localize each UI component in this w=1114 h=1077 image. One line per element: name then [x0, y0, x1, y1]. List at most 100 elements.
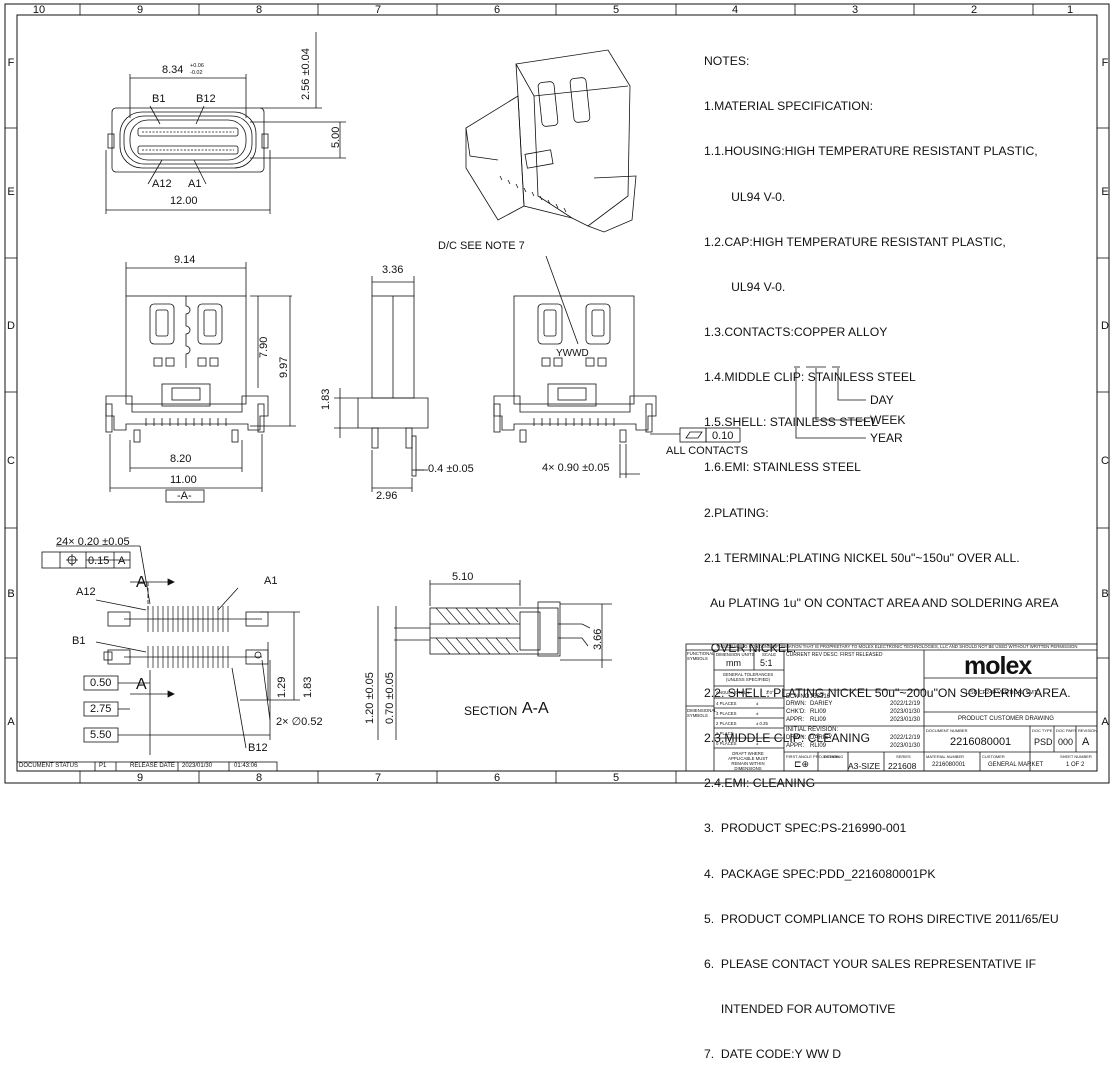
- places-0-val: ±: [756, 741, 759, 746]
- revision-label: REVISION: [1078, 728, 1098, 733]
- note-line: 2.1 TERMINAL:PLATING NICKEL 50u"~150u" O…: [704, 550, 1020, 565]
- dim-500: 5.00: [330, 126, 342, 148]
- label-b12-fp: B12: [248, 742, 268, 754]
- drawing-label: DRAWING: [824, 754, 844, 759]
- all-contacts: ALL CONTACTS: [666, 445, 748, 457]
- material-number: 2216080001: [932, 762, 966, 768]
- zone-label: B: [7, 588, 15, 600]
- zone-label: C: [1101, 455, 1109, 467]
- zone-label: E: [7, 186, 15, 198]
- customer-label: CUSTOMER: [982, 754, 1005, 759]
- dim-183: 1.83: [320, 388, 332, 410]
- dim-070: 0.70 ±0.05: [384, 672, 396, 724]
- i-appr-date: 2023/01/30: [890, 743, 921, 749]
- title-block-frame: [16, 643, 1098, 772]
- zone-label: 6: [493, 4, 501, 16]
- dimensional-symbols: DIMENSIONAL SYMBOLS: [687, 708, 717, 718]
- note-line: 2.4.EMI: CLEANING: [704, 776, 816, 791]
- series-value: 221608: [888, 761, 917, 771]
- drwn-value: DARIEY: [810, 701, 833, 707]
- zone-label: D: [7, 320, 15, 332]
- projection-symbol: ⊏⊕: [794, 759, 810, 769]
- appr-value: RLI09: [810, 717, 827, 723]
- zone-label: E: [1101, 186, 1109, 198]
- position-tol: 0.15: [88, 555, 110, 567]
- datum-a: -A-: [177, 490, 192, 502]
- sheet-label: SHEET NUMBER: [1060, 754, 1092, 759]
- note-line: UL94 V-0.: [704, 189, 786, 204]
- dim-914: 9.14: [174, 254, 196, 266]
- zone-label: 5: [612, 772, 620, 784]
- note-line: 6. PLEASE CONTACT YOUR SALES REPRESENTAT…: [704, 956, 1037, 971]
- zone-label: 8: [255, 772, 263, 784]
- places-2-val: ± 0.25: [756, 721, 768, 726]
- zone-label: A: [7, 716, 15, 728]
- note-line: 1.4.MIDDLE CLIP: STAINLESS STEEL: [704, 370, 916, 385]
- places-1-val: ±: [756, 731, 759, 736]
- section-title: SECTION: [464, 704, 518, 718]
- chkd-value: RLI09: [810, 709, 827, 715]
- note-line: 2.3.MIDDLE CLIP: CLEANING: [704, 731, 870, 746]
- dim-834-tol-dn: -0.02: [190, 70, 203, 76]
- zone-label: 9: [136, 4, 144, 16]
- dim-490: 4× 0.90 ±0.05: [542, 462, 610, 474]
- places-3-val: ±: [756, 711, 759, 716]
- note-line: 2.2. SHELL: PLATING NICKEL 50u"~200u"ON …: [704, 686, 1071, 701]
- label-a1: A1: [188, 178, 202, 190]
- appr-date: 2023/01/30: [890, 717, 921, 723]
- note-line: Au PLATING 1u" ON CONTACT AREA AND SOLDE…: [704, 595, 1059, 610]
- zone-label: 7: [374, 4, 382, 16]
- label-a12-fp: A12: [76, 586, 96, 598]
- material-label: MATERIAL NUMBER: [926, 754, 965, 759]
- note-line: 4. PACKAGE SPEC:PDD_2216080001PK: [704, 866, 936, 881]
- ecn-label: ECN NO:: [786, 694, 812, 700]
- date-code-year: YEAR: [870, 431, 903, 445]
- zone-label: 3: [851, 4, 859, 16]
- projection-label: FIRST ANGLE PROJECTION: [786, 754, 839, 759]
- zone-label: F: [1101, 57, 1109, 69]
- current-rev: CURRENT REV DESC: FIRST RELEASED: [786, 652, 883, 658]
- section-view: [377, 580, 612, 740]
- drwn-label: DRWN:: [786, 701, 807, 707]
- document-title: PRODUCT CUSTOMER DRAWING: [958, 716, 1054, 722]
- dim-129: 1.29: [276, 676, 288, 698]
- note-line: 1.5.SHELL: STAINLESS STEEL: [704, 415, 878, 430]
- chkd-label: CHK'D:: [786, 709, 806, 715]
- angular-val: 3.0°: [766, 690, 774, 695]
- zone-label: 6: [493, 772, 501, 784]
- i-appr-value: RLI09: [810, 743, 827, 749]
- places-4: 4 PLACES: [716, 701, 737, 706]
- pcb-footprint: [41, 545, 300, 755]
- dc-note: D/C SEE NOTE 7: [438, 240, 525, 252]
- dim-050: 0.50: [90, 677, 112, 689]
- doc-number: 2216080001: [950, 736, 1012, 748]
- scale-label: SCALE: [762, 652, 777, 657]
- top-view: [105, 32, 346, 214]
- release-date-label: RELEASE DATE: [130, 763, 175, 769]
- side-view: [334, 276, 429, 492]
- doc-part-label: DOC PART: [1056, 728, 1077, 733]
- doc-part: 000: [1058, 737, 1074, 747]
- note-line: 5. PRODUCT COMPLIANCE TO ROHS DIRECTIVE …: [704, 911, 1059, 926]
- dim-820: 8.20: [170, 453, 192, 465]
- ecn-value: 733316: [810, 694, 831, 700]
- date-code-mark: YWWD: [556, 348, 589, 359]
- front-view: [105, 262, 296, 503]
- i-drwn-date: 2022/12/19: [890, 735, 921, 741]
- note-line: 1.6.EMI: STAINLESS STEEL: [704, 460, 861, 475]
- note-line: 1.2.CAP:HIGH TEMPERATURE RESISTANT PLAST…: [704, 234, 1006, 249]
- sheet-value: 1 OF 2: [1066, 762, 1085, 768]
- appr-label: APPR:: [786, 717, 805, 723]
- zone-label: 8: [255, 4, 263, 16]
- dim-2x052: 2× ∅0.52: [276, 716, 323, 728]
- dim-790: 7.90: [258, 336, 270, 358]
- dim-997: 9.97: [278, 356, 290, 378]
- places-4-val: ±: [756, 701, 759, 706]
- inner-border: [16, 14, 1098, 772]
- note-line: 1.1.HOUSING:HIGH TEMPERATURE RESISTANT P…: [704, 144, 1038, 159]
- note-line: INTENDED FOR AUTOMOTIVE: [704, 1002, 896, 1017]
- note-line: 1.MATERIAL SPECIFICATION:: [704, 99, 874, 114]
- note-line: NOTES:: [704, 54, 750, 69]
- revision: A: [1082, 736, 1090, 748]
- angular-tol: ANGULAR TOL ±: [716, 690, 750, 695]
